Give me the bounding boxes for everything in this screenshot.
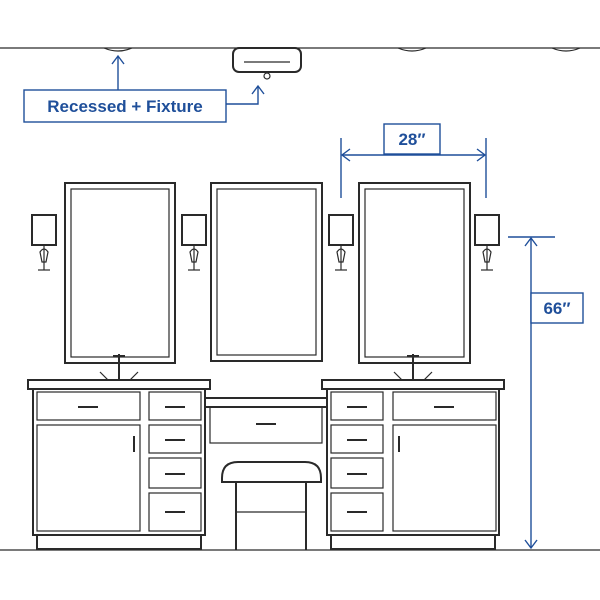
sconce-height-label: 66″ [543, 299, 570, 318]
ceiling-fixture-icon [232, 47, 302, 80]
wall-sconce-icon [474, 214, 500, 271]
vanity-right [321, 379, 505, 550]
drawer [148, 391, 202, 421]
mirror-right [358, 182, 471, 364]
vanity-stool-icon [221, 461, 322, 550]
faucet-icon [99, 354, 139, 381]
drawer [330, 492, 384, 532]
mirror-center [210, 182, 323, 362]
mirror-width-dimension: 28″ [340, 123, 487, 198]
recessed-light-icon [103, 47, 133, 52]
cabinet-door [36, 424, 141, 532]
recessed-light-icon [551, 47, 581, 52]
wall-sconce-icon [31, 214, 57, 271]
drawer [330, 391, 384, 421]
mirror-width-label: 28″ [398, 130, 425, 149]
wall-sconce-icon [328, 214, 354, 271]
drawer [148, 424, 202, 454]
wall-sconce-icon [181, 214, 207, 271]
makeup-desk [204, 397, 328, 444]
vanity-left [27, 379, 211, 550]
drawer [148, 457, 202, 489]
recessed-light-icon [397, 47, 427, 52]
drawer [36, 391, 141, 421]
drawer [209, 406, 323, 444]
lighting-label: Recessed + Fixture [23, 89, 227, 123]
drawer [148, 492, 202, 532]
faucet-icon [393, 354, 433, 381]
mirror-left [64, 182, 176, 364]
lighting-label-text: Recessed + Fixture [47, 97, 202, 116]
lighting-callout-arrows [111, 54, 265, 105]
drawer [330, 424, 384, 454]
drawer [392, 391, 497, 421]
drawer [330, 457, 384, 489]
cabinet-door [392, 424, 497, 532]
sconce-height-dimension: 66″ [508, 236, 584, 550]
